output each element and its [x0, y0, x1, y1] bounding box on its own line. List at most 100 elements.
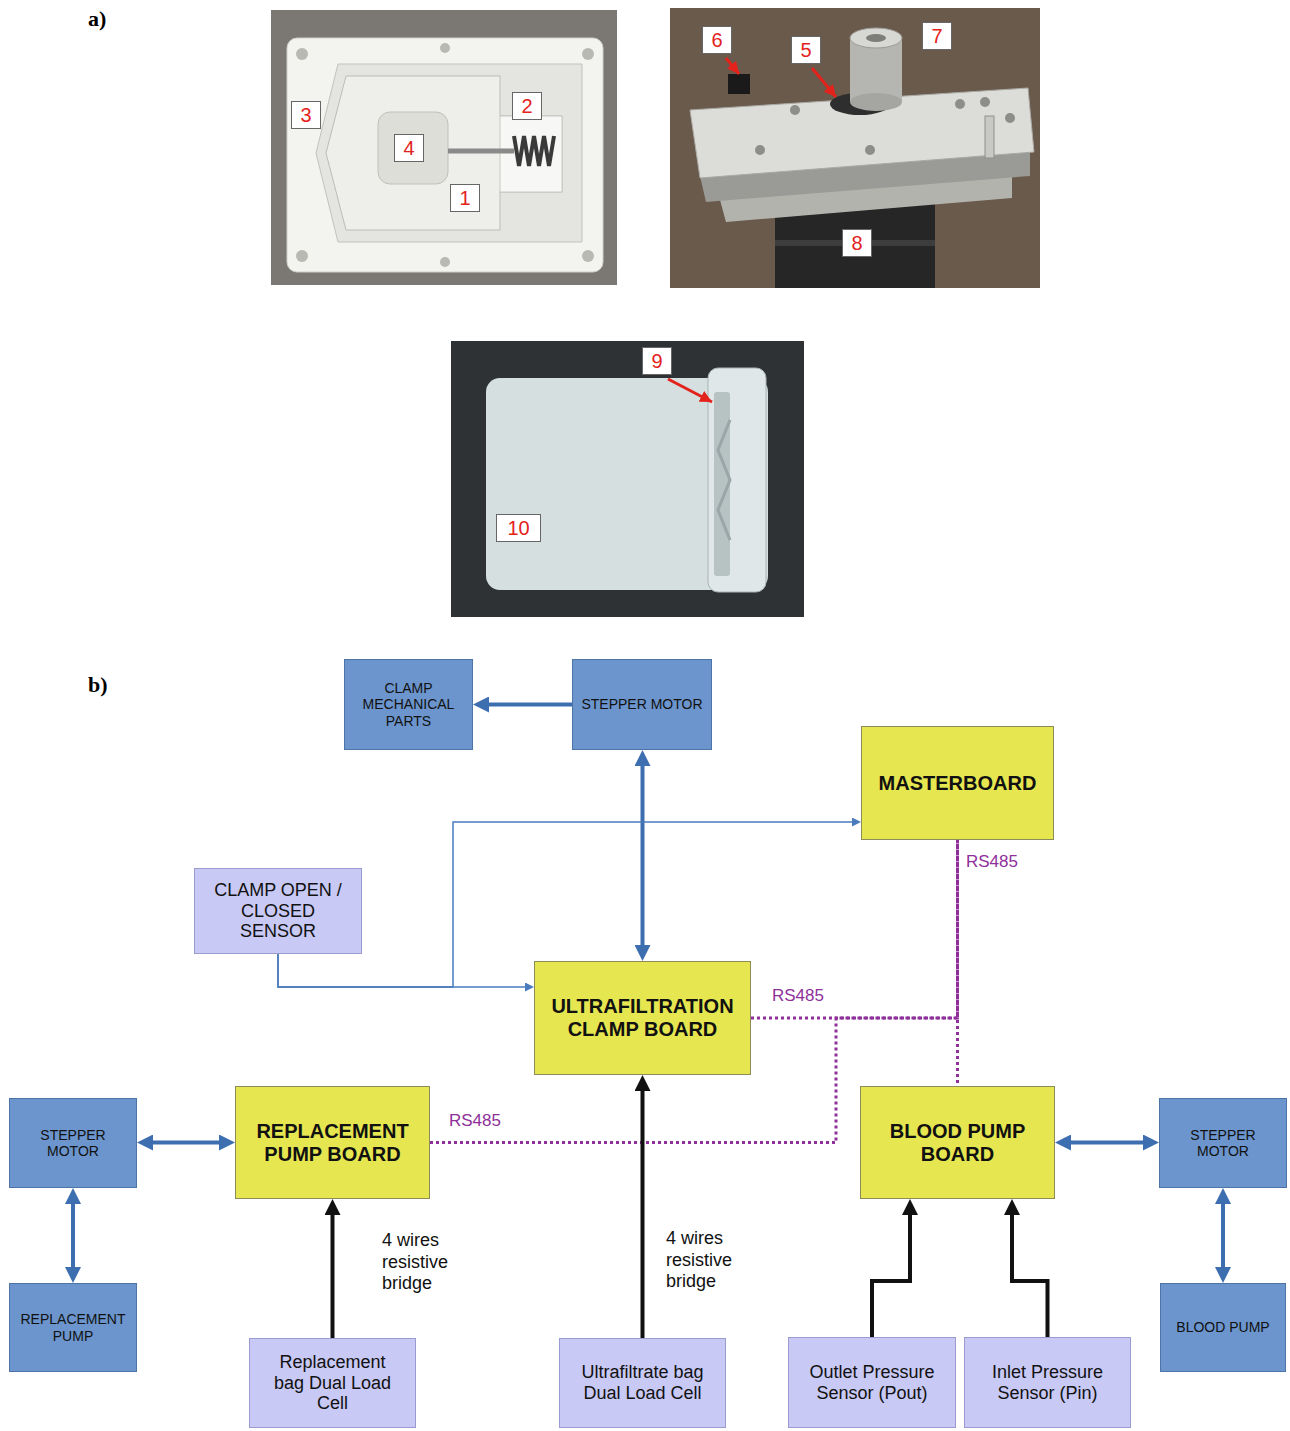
board-box: REPLACEMENT PUMP BOARD — [235, 1086, 430, 1199]
motor-box: STEPPER MOTOR — [572, 659, 712, 750]
signal-arrow — [1071, 1141, 1143, 1145]
signal-arrow — [1012, 1215, 1048, 1337]
screw-hole — [980, 97, 990, 107]
screw-hole — [865, 145, 875, 155]
screw-hole — [955, 99, 965, 109]
part-box: CLAMP MECHANICAL PARTS — [344, 659, 473, 750]
photo-background — [670, 8, 1040, 288]
wiring-note: 4 wires resistive bridge — [666, 1228, 758, 1293]
signal-arrow — [71, 1204, 75, 1267]
box-text: Replacement bag Dual Load Cell — [262, 1352, 403, 1414]
callout-arrow — [726, 58, 739, 74]
microswitch — [728, 74, 750, 94]
connectors — [73, 705, 1223, 1339]
box-text: STEPPER MOTOR — [581, 696, 702, 712]
box-text: Outlet Pressure Sensor (Pout) — [801, 1362, 943, 1403]
panel-label: a) — [88, 6, 128, 32]
box-text: MASTERBOARD — [879, 772, 1037, 795]
screw-hole — [1005, 113, 1015, 123]
box-text: BLOOD PUMP BOARD — [869, 1120, 1046, 1166]
board-box: MASTERBOARD — [861, 726, 1054, 840]
callout-box: 8 — [842, 229, 872, 257]
screw-hole — [440, 43, 450, 53]
box-text: Ultrafiltrate bag Dual Load Cell — [572, 1362, 713, 1403]
bus-label: RS485 — [449, 1111, 519, 1131]
sensor-box: Inlet Pressure Sensor (Pin) — [964, 1337, 1131, 1428]
board-box: BLOOD PUMP BOARD — [860, 1086, 1055, 1199]
housing-plate — [287, 38, 603, 272]
signal-arrow — [641, 766, 645, 945]
signal-arrow — [153, 1141, 219, 1145]
signal-arrow — [489, 703, 572, 707]
roller-top — [850, 28, 902, 48]
callout-number: 7 — [922, 22, 952, 50]
screw-hole — [582, 48, 594, 60]
callout-number: 8 — [842, 229, 872, 257]
bus-label: RS485 — [966, 852, 1036, 872]
box-text: STEPPER MOTOR — [18, 1127, 128, 1159]
pump-box: REPLACEMENT PUMP — [9, 1283, 137, 1372]
callout-number: 5 — [791, 36, 821, 64]
screw-hole — [755, 145, 765, 155]
panel-label-box: a) — [88, 6, 128, 32]
tube-groove — [714, 392, 730, 576]
callout-box: 7 — [922, 22, 952, 50]
callout-arrow — [812, 68, 836, 97]
wiring-note: 4 wires resistive bridge — [666, 1228, 758, 1293]
box-text: REPLACEMENT PUMP BOARD — [244, 1120, 421, 1166]
signal-arrow — [641, 1091, 645, 1338]
callout-number: 2 — [512, 92, 542, 120]
callout-number: 6 — [702, 26, 732, 54]
sensor-box: CLAMP OPEN / CLOSED SENSOR — [194, 868, 362, 954]
sliding-jaw — [326, 76, 562, 230]
motor-box: STEPPER MOTOR — [1159, 1098, 1287, 1188]
board-box: ULTRAFILTRATION CLAMP BOARD — [534, 961, 751, 1075]
photo-background — [451, 341, 804, 617]
box-text: CLAMP OPEN / CLOSED SENSOR — [207, 880, 349, 942]
groove-ridge — [718, 420, 730, 540]
bus-label: RS485 — [772, 986, 842, 1006]
photo-background — [271, 10, 617, 285]
clamp-cover-photo — [451, 341, 804, 617]
sensor-box: Outlet Pressure Sensor (Pout) — [788, 1337, 956, 1428]
rs485-bus-line — [751, 840, 958, 1018]
tube-slot-rim — [708, 368, 766, 592]
signal-arrow — [872, 1215, 910, 1337]
callout-number: 3 — [291, 101, 321, 129]
screw-hole — [582, 250, 594, 262]
callout-box: 2 — [512, 92, 542, 120]
screw-hole — [296, 250, 308, 262]
callout-box: 3 — [291, 101, 321, 129]
box-text: Inlet Pressure Sensor (Pin) — [977, 1362, 1118, 1403]
callout-box: 1 — [450, 184, 480, 212]
box-text: BLOOD PUMP — [1176, 1319, 1269, 1335]
screw-hole — [790, 105, 800, 115]
motor-assembly-photo — [670, 8, 1040, 288]
guide-pin — [985, 116, 994, 158]
box-text: ULTRAFILTRATION CLAMP BOARD — [543, 995, 742, 1041]
callout-number: 9 — [642, 347, 672, 375]
pump-box: BLOOD PUMP — [1160, 1283, 1286, 1372]
callout-box: 4 — [394, 134, 424, 162]
callout-arrow — [668, 379, 712, 402]
callout-box: 9 — [642, 347, 672, 375]
motor-box: STEPPER MOTOR — [9, 1098, 137, 1188]
screw-hole — [296, 48, 308, 60]
wiring-note: 4 wires resistive bridge — [382, 1230, 474, 1295]
roller-axle — [866, 34, 886, 42]
panel-label-box: b) — [88, 672, 128, 698]
spring-slot — [500, 116, 562, 192]
sensor-box: Ultrafiltrate bag Dual Load Cell — [559, 1338, 726, 1428]
top-plate — [690, 88, 1034, 178]
callout-box: 5 — [791, 36, 821, 64]
callout-box: 6 — [702, 26, 732, 54]
rs485-bus-line — [956, 840, 959, 1086]
cover-block — [486, 378, 768, 590]
callout-number: 10 — [496, 514, 541, 542]
pressure-pad — [378, 112, 448, 184]
callout-box: 10 — [496, 514, 541, 542]
clamp-housing-photo — [271, 10, 617, 285]
signal-arrow — [278, 954, 525, 987]
panel-label: b) — [88, 672, 128, 698]
